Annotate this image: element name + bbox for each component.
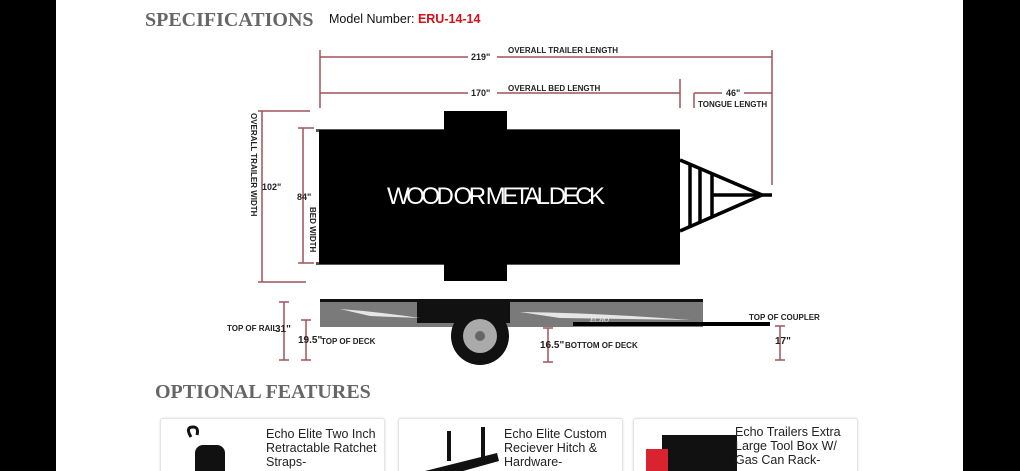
feature-card-receiver-hitch[interactable]: Echo Elite Custom Reciever Hitch & Hardw… bbox=[398, 418, 623, 471]
feature-title[interactable]: Echo Elite Custom Reciever Hitch & Hardw… bbox=[504, 427, 607, 469]
model-number: Model Number: ERU-14-14 bbox=[329, 12, 480, 26]
feature-title[interactable]: Echo Trailers Extra Large Tool Box W/ Ga… bbox=[735, 425, 841, 467]
deck-label: WOOD OR METAL DECK bbox=[387, 183, 605, 210]
top-of-deck-label: TOP OF DECK bbox=[321, 337, 376, 346]
overall-length-label: OVERALL TRAILER LENGTH bbox=[508, 46, 618, 55]
bed-width-value: 84" bbox=[297, 192, 311, 202]
top-of-rail-value: 31" bbox=[275, 324, 291, 335]
page: SPECIFICATIONS Model Number: ERU-14-14 2… bbox=[56, 0, 963, 471]
ratchet-strap-image bbox=[186, 425, 225, 471]
optional-features-heading: OPTIONAL FEATURES bbox=[155, 381, 371, 403]
receiver-hitch-image bbox=[425, 427, 499, 471]
bottom-of-deck-value: 16.5" bbox=[540, 340, 564, 351]
trailer-top-view: WOOD OR METAL DECK bbox=[316, 111, 772, 281]
trailer-diagram: 219" OVERALL TRAILER LENGTH 170" OVERALL… bbox=[227, 46, 820, 365]
model-label: Model Number: bbox=[329, 12, 415, 26]
top-of-rail-label: TOP OF RAIL bbox=[227, 324, 277, 333]
top-of-coupler-label: TOP OF COUPLER bbox=[749, 313, 820, 322]
bed-width-label: BED WIDTH bbox=[308, 207, 317, 253]
echo-decal: ECHO bbox=[589, 316, 609, 324]
specifications-heading: SPECIFICATIONS bbox=[145, 9, 314, 31]
tongue-length-label: TONGUE LENGTH bbox=[698, 100, 767, 109]
model-value: ERU-14-14 bbox=[417, 12, 481, 26]
feature-title[interactable]: Echo Elite Two Inch Retractable Ratchet … bbox=[266, 427, 377, 469]
top-of-deck-value: 19.5" bbox=[298, 335, 322, 346]
bed-length-value: 170" bbox=[471, 88, 490, 98]
top-of-coupler-value: 17" bbox=[775, 336, 791, 347]
tool-box-image bbox=[646, 435, 737, 471]
overall-length-value: 219" bbox=[471, 52, 490, 62]
trailer-side-view: ECHO bbox=[320, 299, 770, 365]
bed-length-label: OVERALL BED LENGTH bbox=[508, 84, 601, 93]
bottom-of-deck-label: BOTTOM OF DECK bbox=[565, 341, 638, 350]
feature-card-ratchet-straps[interactable]: Echo Elite Two Inch Retractable Ratchet … bbox=[160, 418, 385, 471]
feature-card-tool-box[interactable]: Echo Trailers Extra Large Tool Box W/ Ga… bbox=[633, 418, 858, 471]
overall-width-value: 102" bbox=[262, 182, 281, 192]
overall-width-label: OVERALL TRAILER WIDTH bbox=[249, 113, 258, 217]
tongue-length-value: 46" bbox=[726, 88, 740, 98]
dimension-lines bbox=[258, 50, 785, 363]
